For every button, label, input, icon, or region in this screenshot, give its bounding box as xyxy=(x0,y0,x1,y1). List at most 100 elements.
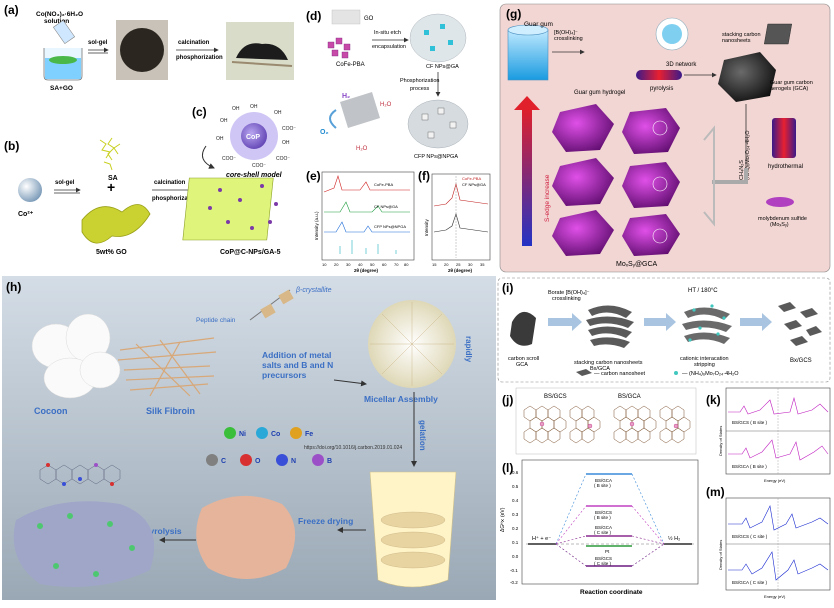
elem-n-dot xyxy=(276,454,288,466)
xrd-f-ylabel: Intensity xyxy=(424,218,429,236)
legend-ammonium-icon xyxy=(674,371,678,375)
bracket-g xyxy=(703,125,715,227)
dos-m-ylabel: Density of States xyxy=(718,540,723,570)
cation-line1: cationic interacation xyxy=(680,356,729,362)
solution-label-line2: solution xyxy=(44,18,69,25)
product-label-b: CoP@C-NPs/GA-5 xyxy=(220,249,281,256)
network-atoms xyxy=(46,463,114,486)
gca-block xyxy=(718,52,776,102)
dos-k-ylabel: Density of States xyxy=(718,426,723,456)
xrd-f-legend-1: CF NPs@GA xyxy=(462,182,486,187)
dos-m-bottom-label: BS/GCA ( C site ) xyxy=(732,580,768,585)
label-bsgca-c: BS/GCA( C site ) xyxy=(594,525,612,535)
elem-o-dot xyxy=(240,454,252,466)
mos-sample-3a xyxy=(552,210,614,256)
l-ytick-3: 0.3 xyxy=(512,512,519,517)
stack-line2: nanosheets xyxy=(722,38,751,44)
label-bsgca-b-2: ( B site ) xyxy=(594,483,611,488)
crosslink-line2: crosslinking xyxy=(554,36,583,42)
panel-c: (c) CoP OH OH COO⁻ OH COO⁻ COO⁻ COO⁻ OH … xyxy=(192,104,296,179)
xrd-f-xlabel: 2θ (degree) xyxy=(448,268,472,273)
co-ion-label: Co²⁺ xyxy=(18,211,34,218)
cop-network-sheet xyxy=(182,177,274,241)
group-4: COO⁻ xyxy=(276,156,290,162)
dos-m-xlabel: Energy (eV) xyxy=(764,594,786,599)
structure-frame xyxy=(515,387,697,455)
o2-label: O₂ xyxy=(320,129,329,136)
mos-sample-2b xyxy=(622,162,680,208)
gel-jar xyxy=(369,471,457,588)
micelle-fibers xyxy=(370,302,454,386)
legend-ammonium-dash: — xyxy=(682,371,689,377)
sedge-label: S-edge increase xyxy=(544,174,551,222)
phos-label-d: Phosphorization xyxy=(400,78,439,84)
mos-inset-1 xyxy=(652,120,668,136)
elem-c-dot xyxy=(206,454,218,466)
elem-ni: Ni xyxy=(239,431,246,438)
bxgcs-label: Bx/GCS xyxy=(790,358,812,364)
guar-beaker xyxy=(507,29,549,81)
borate-line1: Borate [B(OH)₄]⁻ xyxy=(548,290,590,296)
elem-n: N xyxy=(291,458,296,465)
addition-line2: salts and B and N xyxy=(262,360,333,370)
free-energy-frame xyxy=(521,459,699,585)
panel-letter-b: (b) xyxy=(4,139,19,153)
xrd-f-frame xyxy=(431,173,491,261)
crosslink-line1: [B(OH)₄]⁻ xyxy=(554,30,578,36)
l-left-label: H⁺ + e⁻ xyxy=(532,535,551,542)
pba-label-d: CoFe-PBA xyxy=(336,62,365,68)
cop-core xyxy=(241,123,267,149)
group-0: OH xyxy=(250,104,258,110)
silk-label: Silk Fibroin xyxy=(146,406,195,416)
legend-carbon: — carbon nanosheet xyxy=(594,371,646,377)
panel-i-frame xyxy=(497,277,831,383)
encap-label: encapsulation xyxy=(372,44,406,50)
guar-label: Guar gum xyxy=(524,21,553,28)
label-bsgca-b-1: BS/GCA xyxy=(595,478,612,483)
connector-lines xyxy=(555,473,665,567)
arrow-strip xyxy=(740,313,772,331)
sa-label: SA xyxy=(108,175,118,182)
group-5: COO⁻ xyxy=(252,163,266,169)
panel-d: (d) GO CoFe-PBA In-situ etch encapsulati… xyxy=(306,9,469,160)
elem-c: C xyxy=(221,458,226,465)
mos-sample-3b xyxy=(622,214,680,256)
nanosheet-stack xyxy=(764,23,793,45)
surface-groups: OH OH COO⁻ OH COO⁻ COO⁻ COO⁻ OH OH OH xyxy=(216,104,296,169)
h2o-label-2: H₂O xyxy=(356,146,368,152)
panel-letter-m: (m) xyxy=(706,485,725,499)
panel-letter-e: (e) xyxy=(306,169,321,183)
cfp-npga-aerogel xyxy=(407,99,469,149)
precursor-label: CH₄N₂S(NH₄)₆Mo₇O₂₄·4H₂O xyxy=(739,130,751,180)
phos-label-b: phosphorization xyxy=(152,196,199,202)
curved-arrow-c xyxy=(201,145,215,169)
hydrothermal-reactor xyxy=(772,118,796,158)
carbon-scroll xyxy=(510,311,536,346)
xrd-e-ref xyxy=(339,240,397,254)
model-label: core-shell model xyxy=(226,172,283,179)
e-xtick-6: 70 xyxy=(394,262,399,267)
xrd-e-series-1: CF NPs@GA xyxy=(374,204,398,209)
panel-e: (e) CoFe-PBA CF NPs@GA CFP NPs@NPGA Inte… xyxy=(306,169,415,273)
cf-ga-label: CF NPs@GA xyxy=(426,64,459,70)
carbon-foam xyxy=(236,43,288,60)
hydrogel-label: Guar gum hydrogel xyxy=(574,90,625,96)
element-legend: Ni Co Fe C O N B xyxy=(206,427,332,466)
sedge-arrow-shaft xyxy=(522,108,532,246)
panel-m: (m) BS/GCS ( C site ) BS/GCA ( C site ) … xyxy=(706,485,831,599)
l-ytick-4: 0.2 xyxy=(512,526,519,531)
scroll-line2: GCA xyxy=(516,362,528,368)
elem-b-dot xyxy=(312,454,324,466)
label-bsgca-c-2: ( C site ) xyxy=(594,530,612,535)
stack-line1: stacking carbon xyxy=(722,32,761,38)
label-bsgcs-c-1: BS/GCS xyxy=(595,556,612,561)
l-yticks: 0.6 0.5 0.4 0.3 0.2 0.1 0.0 -0.1 -0.2 xyxy=(510,470,519,585)
group-9: OH xyxy=(232,106,240,112)
xrd-f-xticks: 15 20 25 30 35 xyxy=(432,262,485,267)
e-xtick-1: 20 xyxy=(334,262,339,267)
struct-left-label: BS/GCS xyxy=(544,394,567,400)
